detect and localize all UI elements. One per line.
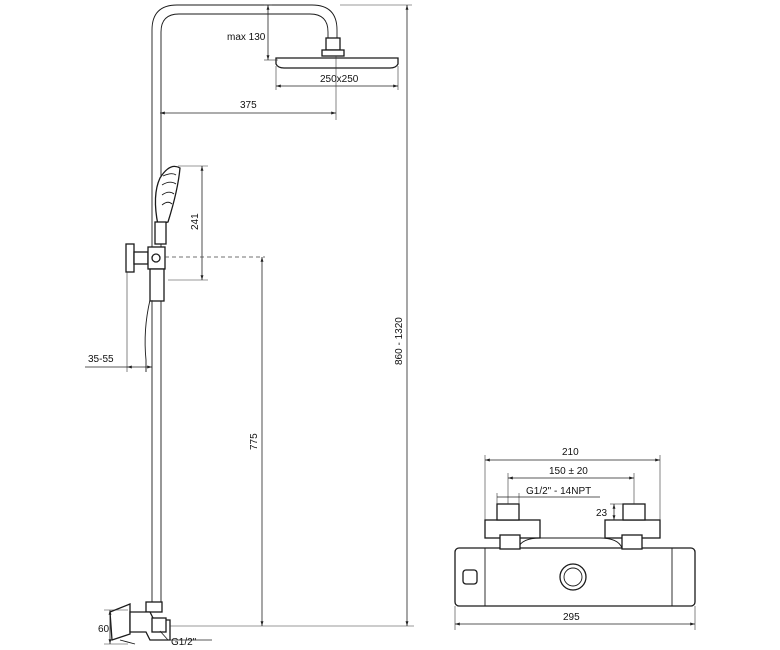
dim-head-max-height: max 130 [227, 4, 278, 61]
sliding-holder [149, 268, 165, 302]
head-swivel [321, 49, 345, 57]
diverter-stem [133, 251, 149, 265]
label-inlet-thread: G1/2" [171, 637, 197, 648]
left-eccentric [496, 503, 520, 521]
label-inlet-height: 60 [98, 624, 110, 635]
label-head-max-height: max 130 [227, 32, 266, 43]
thermostatic-mixer [454, 503, 696, 607]
holder-bolt [151, 253, 161, 263]
label-mixer-height: 775 [249, 433, 260, 450]
left-union-nut [499, 534, 521, 550]
riser-pipe-inner [160, 13, 329, 605]
dim-arm-reach: 375 [160, 56, 337, 120]
label-mixer-thread: G1/2" - 14NPT [526, 486, 591, 497]
right-union-nut [621, 534, 643, 550]
dim-wall-offset: 35-55 [85, 272, 153, 372]
inlet-nut-square [151, 617, 167, 633]
right-eccentric [622, 503, 646, 521]
dim-mixer-thread: G1/2" - 14NPT [496, 486, 600, 504]
wall-bracket [109, 603, 131, 641]
shower-column [109, 4, 399, 645]
hand-shower [154, 165, 181, 226]
label-connection-spacing: 150 ± 20 [549, 466, 588, 477]
head-connector [325, 37, 341, 51]
diverter-knob [125, 243, 135, 273]
shower-hose [144, 299, 151, 372]
label-eccentric-depth: 23 [596, 508, 608, 519]
label-wall-offset: 35-55 [88, 354, 114, 365]
label-mixer-total-width: 210 [562, 447, 579, 458]
dim-head-size: 250x250 [275, 66, 399, 90]
dim-mixer-total-width: 210 [484, 447, 661, 520]
label-arm-reach: 375 [240, 100, 257, 111]
dim-inlet-thread: G1/2" [159, 630, 212, 648]
dim-total-height: 860 - 1320 [340, 4, 412, 626]
label-mixer-body-length: 295 [563, 612, 580, 623]
dim-connection-spacing: 150 ± 20 [507, 466, 635, 504]
label-head-size: 250x250 [320, 74, 359, 85]
label-total-height: 860 - 1320 [394, 317, 405, 365]
riser-pipe-outer [151, 4, 338, 605]
rain-shower-head [275, 57, 399, 69]
body-top-bridge [517, 537, 623, 549]
dim-eccentric-depth: 23 [596, 503, 623, 521]
dim-hand-shower-length: 241 [168, 165, 208, 281]
dim-inlet-height: 60 [98, 609, 128, 645]
hand-shower-handle [154, 221, 167, 245]
inlet-nut [145, 601, 163, 613]
dim-mixer-height: 775 [249, 257, 264, 626]
dim-mixer-body-length: 295 [454, 606, 696, 630]
safety-button [462, 569, 478, 585]
label-hand-shower-length: 241 [190, 213, 201, 230]
